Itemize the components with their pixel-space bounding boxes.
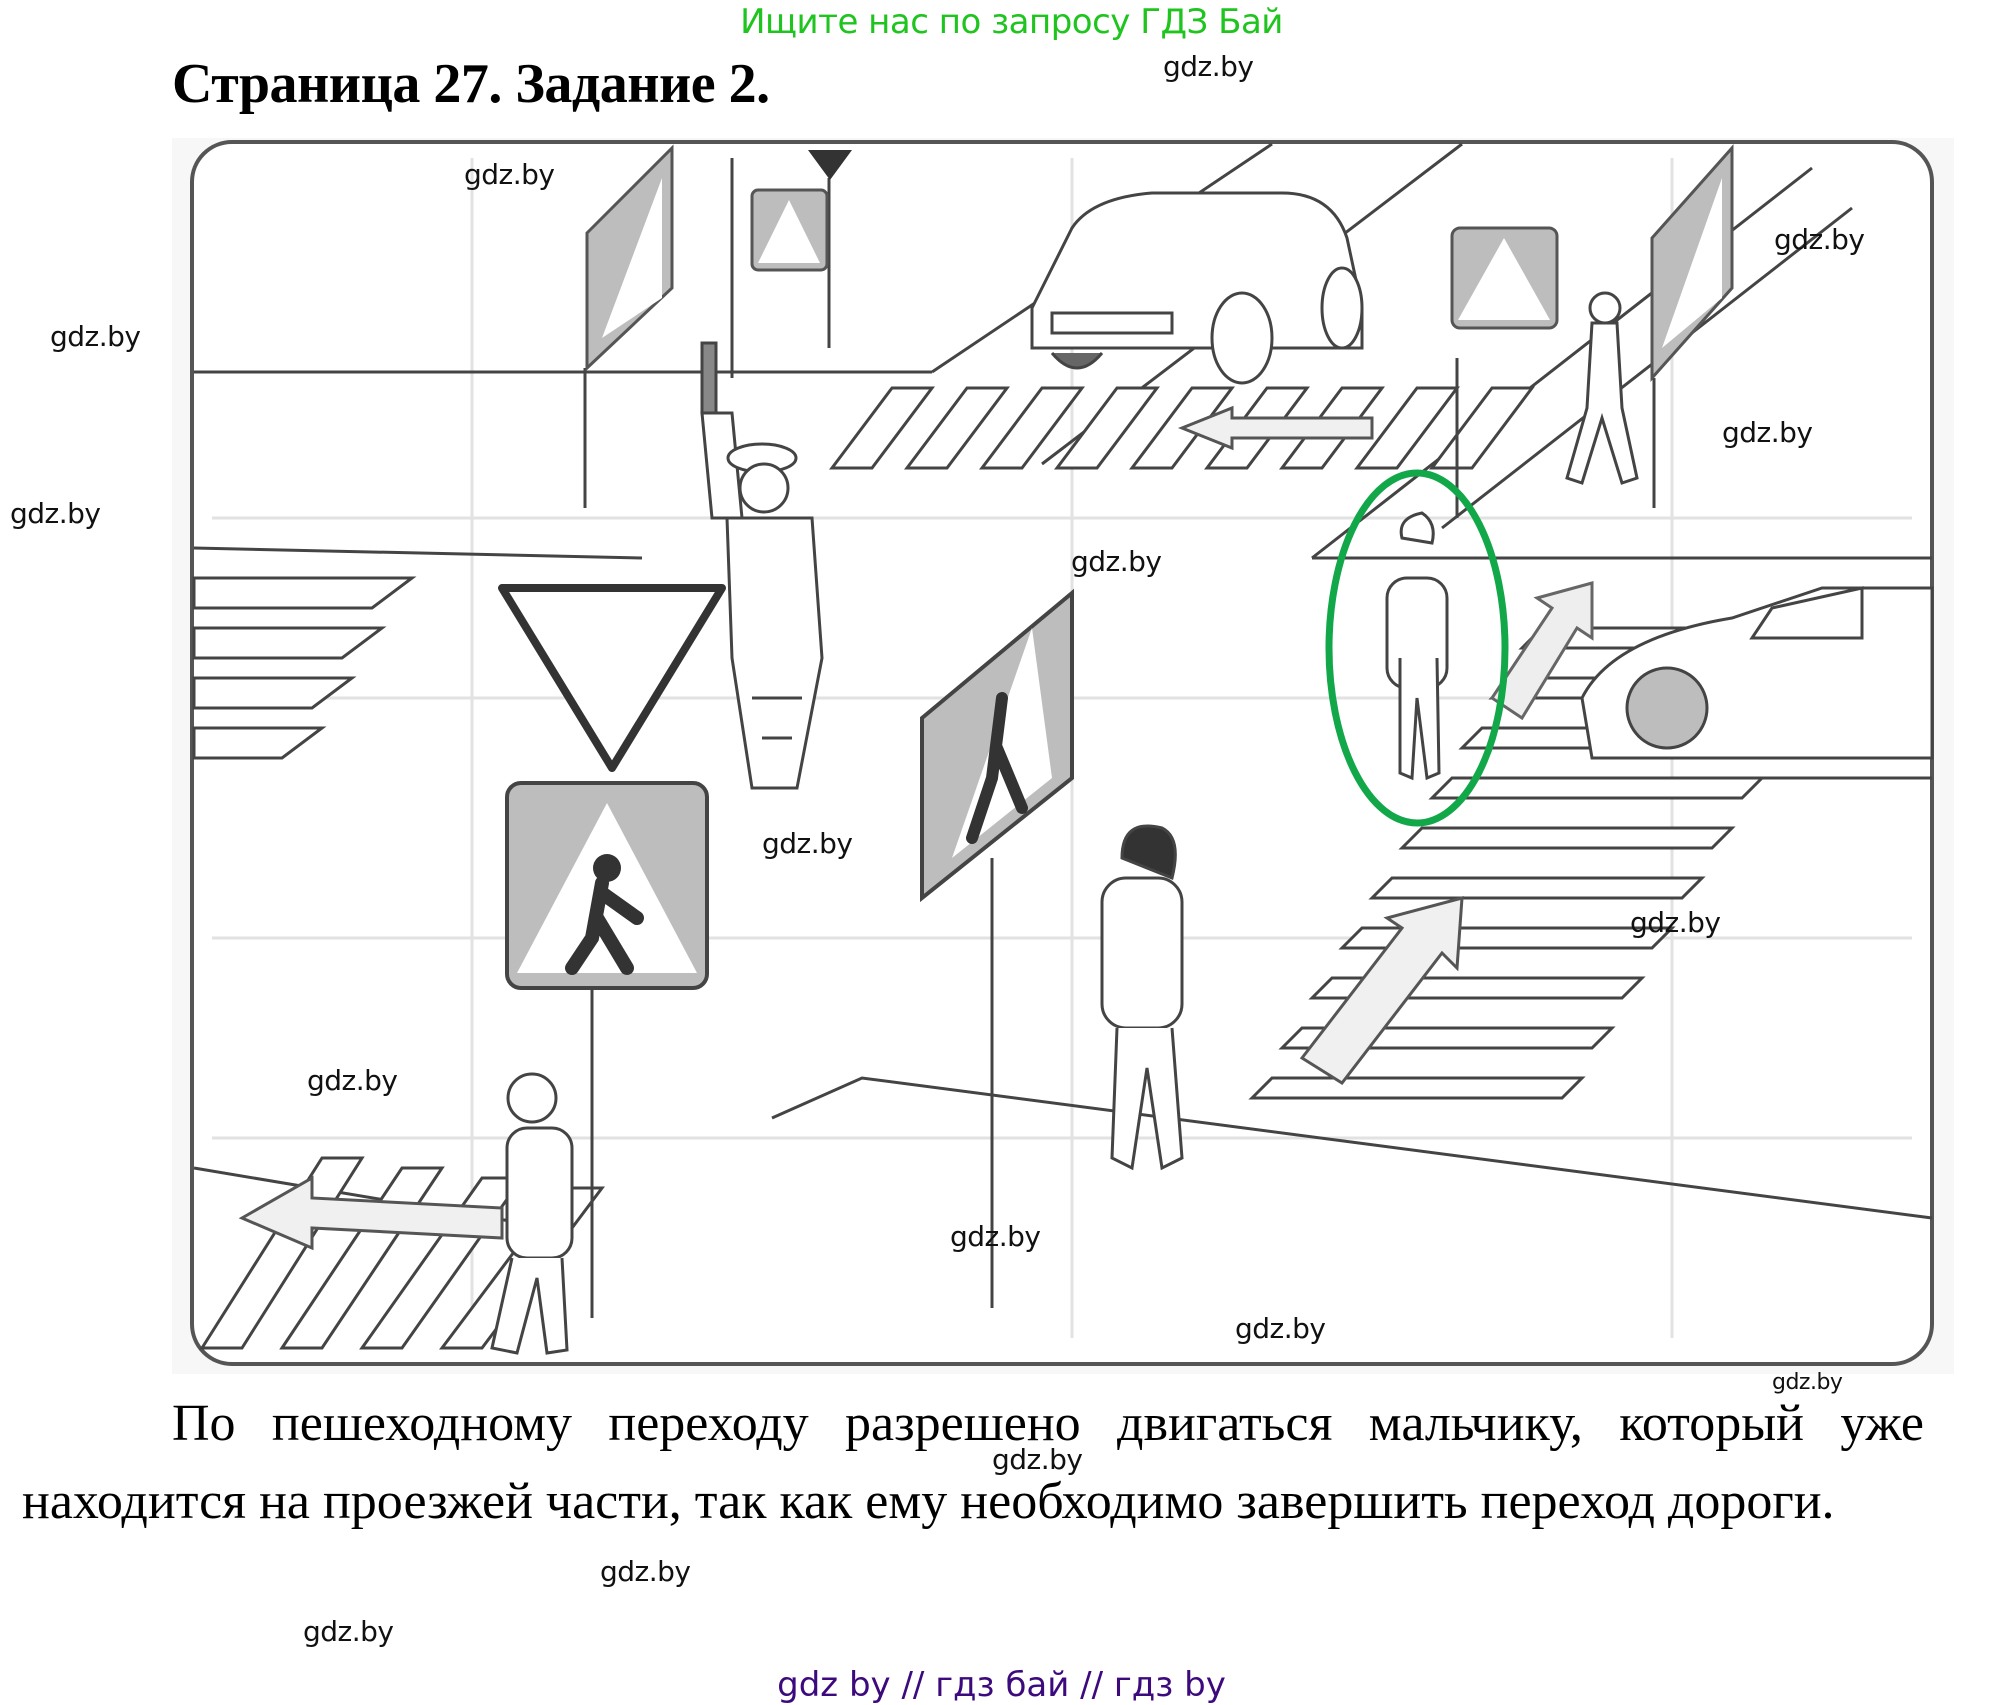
sign-crossing-right-2 [1650, 144, 1734, 382]
answer-paragraph: По пешеходному переходу разрешено двигат… [22, 1385, 1924, 1541]
arrow-diagonal-lower [1299, 896, 1464, 1085]
sign-crossing-diamond [920, 588, 1074, 903]
highlight-circle [1325, 469, 1509, 827]
watermark-text: gdz.by [1163, 50, 1254, 83]
sign-yield-small [808, 150, 852, 180]
boy-on-crossing [1385, 511, 1449, 781]
watermark-text: gdz.by [600, 1555, 691, 1588]
sign-yield [498, 584, 726, 772]
watermark-text: gdz.by [1071, 545, 1162, 578]
watermark-text: gdz.by [1630, 906, 1721, 939]
watermark-text: gdz.by [1772, 1370, 1843, 1395]
answer-text: По пешеходному переходу разрешено двигат… [22, 1395, 1924, 1530]
search-banner: Ищите нас по запросу ГДЗ Бай [740, 2, 1283, 42]
task-illustration [172, 138, 1954, 1374]
arrow-left-upper [1177, 405, 1374, 451]
footer-links[interactable]: gdz by // гдз бай // гдз by [777, 1665, 1226, 1705]
arrow-left-lower [238, 1175, 504, 1251]
watermark-text: gdz.by [762, 827, 853, 860]
arrow-diagonal-upper [1489, 581, 1594, 721]
car-upper [1030, 191, 1364, 385]
watermark-text: gdz.by [50, 320, 141, 353]
road-scene-drawing [190, 140, 1934, 1366]
car-right [1580, 586, 1934, 760]
watermark-text: gdz.by [10, 497, 101, 530]
boy-with-backpack [1100, 824, 1184, 1171]
watermark-text: gdz.by [464, 158, 555, 191]
sign-crossing-top-left [585, 144, 674, 372]
sign-crossing-large [505, 781, 709, 990]
sign-crossing-right-1 [1450, 226, 1559, 330]
boy-bottom-left [490, 1072, 574, 1355]
watermark-text: gdz.by [1235, 1312, 1326, 1345]
sign-crossing-small [750, 188, 829, 272]
traffic-officer [700, 341, 824, 790]
watermark-text: gdz.by [1722, 416, 1813, 449]
pedestrian-walking [1565, 291, 1639, 485]
watermark-text: gdz.by [992, 1443, 1083, 1476]
watermark-text: gdz.by [303, 1615, 394, 1648]
watermark-text: gdz.by [307, 1064, 398, 1097]
watermark-text: gdz.by [950, 1220, 1041, 1253]
page-title: Страница 27. Задание 2. [172, 53, 770, 115]
watermark-text: gdz.by [1774, 223, 1865, 256]
